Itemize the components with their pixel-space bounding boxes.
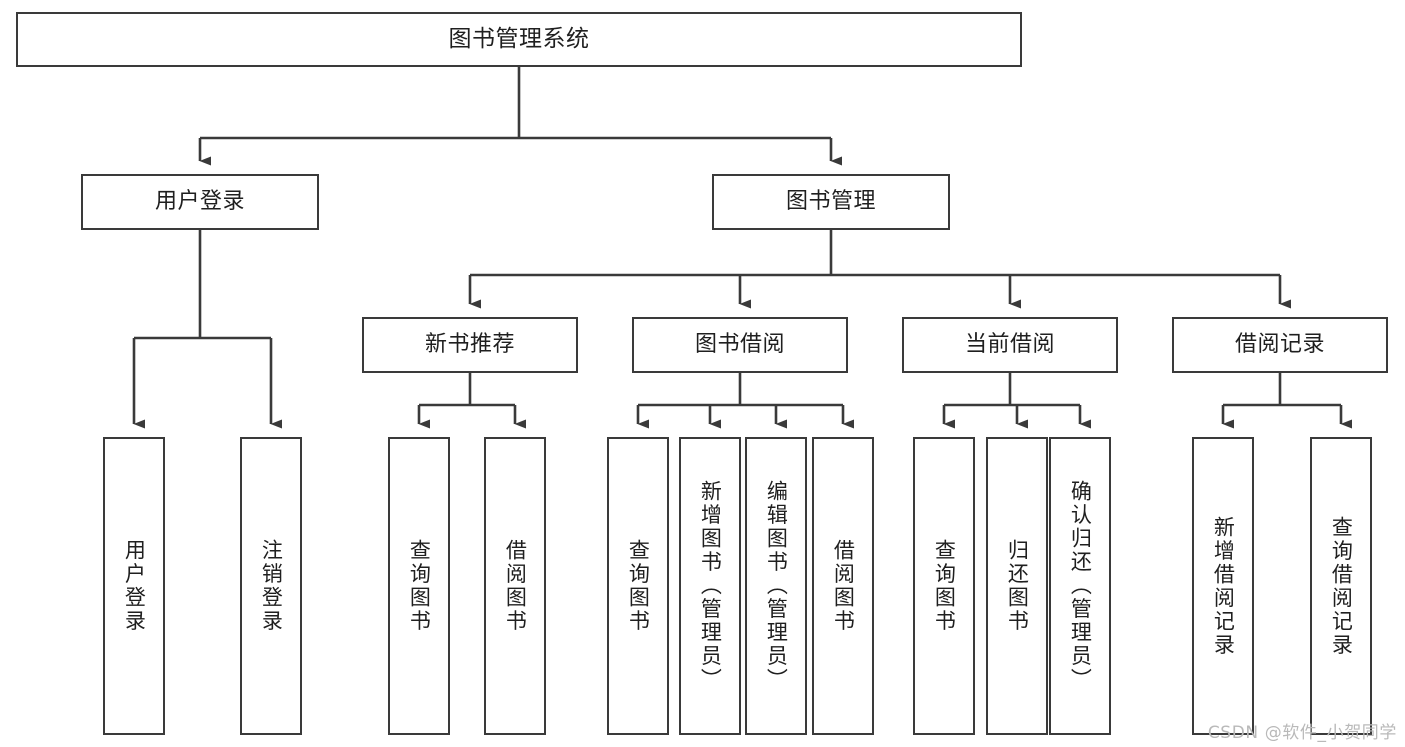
node-label: 归还图书 [1005, 539, 1030, 633]
node-label: 当前借阅 [964, 332, 1055, 358]
node-label: 用户登录 [122, 539, 147, 633]
node-leaf-1[interactable]: 用户登录 [103, 437, 165, 735]
node-label: 查询图书 [932, 539, 957, 633]
node-book-manage[interactable]: 图书管理 [712, 174, 950, 230]
node-label: 图书管理 [785, 189, 876, 215]
node-leaf-3[interactable]: 查询图书 [388, 437, 450, 735]
node-leaf-9[interactable]: 查询图书 [913, 437, 975, 735]
node-current-borrow[interactable]: 当前借阅 [902, 317, 1118, 373]
node-label: 借阅记录 [1234, 332, 1325, 358]
node-label: 查询图书 [407, 539, 432, 633]
node-leaf-5[interactable]: 查询图书 [607, 437, 669, 735]
node-label: 图书管理系统 [448, 26, 590, 53]
node-leaf-7[interactable]: 编辑图书（管理员） [745, 437, 807, 735]
node-new-book-rec[interactable]: 新书推荐 [362, 317, 578, 373]
node-leaf-8[interactable]: 借阅图书 [812, 437, 874, 735]
node-label: 确认归还（管理员） [1068, 480, 1093, 692]
watermark-text: CSDN @软件_小贺同学 [1207, 723, 1397, 743]
node-leaf-13[interactable]: 查询借阅记录 [1310, 437, 1372, 735]
node-book-borrow[interactable]: 图书借阅 [632, 317, 848, 373]
node-root[interactable]: 图书管理系统 [16, 12, 1022, 67]
node-label: 查询借阅记录 [1329, 515, 1354, 657]
node-label: 用户登录 [154, 189, 245, 215]
node-leaf-12[interactable]: 新增借阅记录 [1192, 437, 1254, 735]
node-leaf-11[interactable]: 确认归还（管理员） [1049, 437, 1111, 735]
node-leaf-2[interactable]: 注销登录 [240, 437, 302, 735]
node-label: 借阅图书 [831, 539, 856, 633]
node-label: 编辑图书（管理员） [764, 480, 789, 692]
node-leaf-10[interactable]: 归还图书 [986, 437, 1048, 735]
node-label: 借阅图书 [503, 539, 528, 633]
node-borrow-record[interactable]: 借阅记录 [1172, 317, 1388, 373]
node-label: 新增图书（管理员） [698, 480, 723, 692]
node-user-login[interactable]: 用户登录 [81, 174, 319, 230]
node-leaf-4[interactable]: 借阅图书 [484, 437, 546, 735]
node-label: 新增借阅记录 [1211, 515, 1236, 657]
node-label: 新书推荐 [424, 332, 515, 358]
node-label: 注销登录 [259, 539, 284, 633]
node-label: 查询图书 [626, 539, 651, 633]
node-leaf-6[interactable]: 新增图书（管理员） [679, 437, 741, 735]
node-label: 图书借阅 [694, 332, 785, 358]
